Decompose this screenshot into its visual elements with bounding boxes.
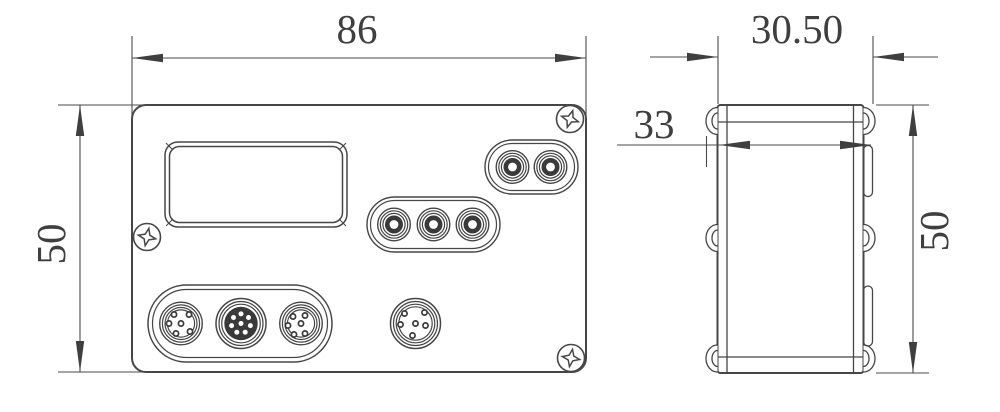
screw-icon — [555, 104, 585, 134]
m12-connector-single — [389, 297, 442, 350]
arrowhead — [908, 105, 918, 136]
dim-front-height: 50 — [28, 104, 152, 373]
pin-holes — [397, 309, 429, 339]
socket-icon — [533, 149, 568, 184]
mount-tab-icon — [863, 344, 876, 373]
m12-connector-8pin — [215, 297, 267, 350]
display-window — [164, 141, 348, 228]
arrowhead — [840, 140, 871, 150]
connector-pill-trio — [366, 196, 501, 253]
pin-holes — [229, 311, 253, 335]
dim-side-height: 50 — [876, 104, 957, 374]
phillips-cross-icon — [560, 347, 582, 369]
m12-connector-6pin — [279, 301, 324, 346]
dim-label: 30.50 — [751, 6, 843, 52]
socket-icon — [377, 207, 412, 242]
side-rib — [862, 144, 874, 198]
dim-label: 50 — [911, 211, 957, 252]
screw-icon — [556, 343, 586, 373]
dim-side-depth: 33 — [617, 101, 871, 167]
dim-side-width: 30.50 — [650, 6, 938, 104]
dim-label: 50 — [28, 224, 74, 265]
display-corner-tick — [165, 218, 174, 227]
socket-icon — [416, 207, 451, 242]
display-corner-tick — [338, 218, 347, 227]
display-corner-tick — [338, 142, 347, 151]
arrowhead — [132, 53, 163, 63]
phillips-cross-icon — [136, 226, 158, 248]
mount-tab-icon — [705, 223, 718, 253]
dimension-annotations: 86 50 30.50 33 — [28, 6, 957, 374]
front-view — [131, 104, 587, 373]
side-view — [705, 104, 876, 374]
dim-label: 86 — [337, 6, 378, 52]
mount-tab-icon — [863, 106, 876, 136]
socket-icon — [455, 207, 490, 242]
arrowhead — [75, 341, 85, 372]
arrowhead — [555, 53, 586, 63]
mount-tab-icon — [863, 223, 876, 253]
dim-label: 33 — [634, 101, 675, 147]
arrowhead — [908, 342, 918, 373]
arrowhead — [687, 52, 718, 62]
arrowhead — [873, 52, 904, 62]
connector-pill-m12-trio — [147, 284, 333, 363]
phillips-cross-icon — [559, 108, 581, 130]
pin-holes — [284, 312, 309, 338]
display-outer-frame — [164, 141, 348, 228]
pin-holes — [165, 311, 194, 337]
screw-icon — [132, 222, 162, 252]
dim-front-width: 86 — [131, 6, 587, 120]
connector-pill-duo — [484, 139, 579, 195]
side-rib — [862, 285, 874, 347]
front-panel-outline — [131, 104, 587, 373]
display-inner-frame — [168, 145, 344, 224]
arrowhead — [719, 140, 750, 150]
mount-tab-icon — [705, 344, 718, 373]
mount-tab-icon — [705, 106, 718, 136]
socket-icon — [495, 149, 530, 184]
display-corner-tick — [165, 142, 174, 151]
arrowhead — [75, 105, 85, 136]
m12-connector-5pin — [158, 301, 203, 346]
